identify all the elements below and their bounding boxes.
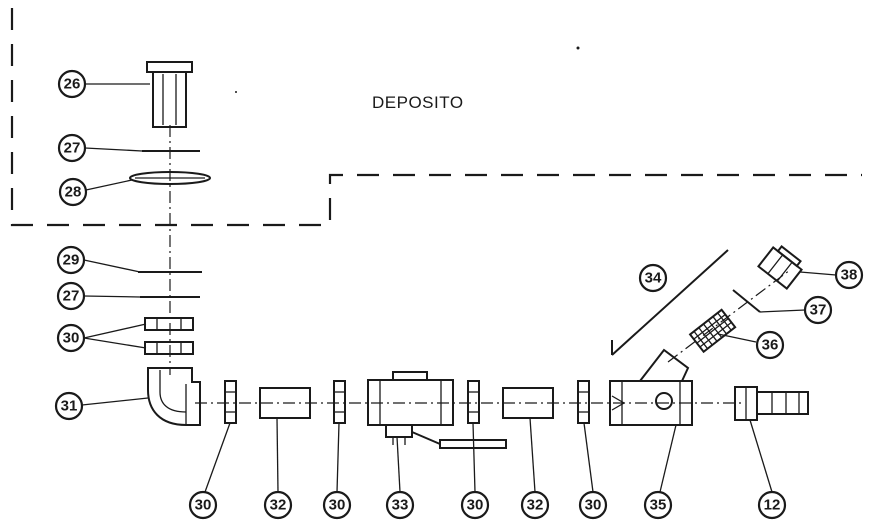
callout-33: 33 [385, 490, 415, 520]
svg-text:32: 32 [270, 497, 287, 514]
svg-text:30: 30 [329, 497, 346, 514]
part-35-y-strainer [609, 348, 693, 426]
part-37-gasket [732, 289, 761, 313]
part-33-ball-valve [367, 371, 507, 449]
part-38-cap [757, 245, 803, 290]
svg-text:30: 30 [467, 497, 484, 514]
callout-30-c: 30 [460, 490, 490, 520]
svg-text:32: 32 [527, 497, 544, 514]
svg-text:28: 28 [65, 184, 82, 201]
speck [235, 91, 237, 93]
diagonal-axis [667, 269, 791, 363]
callout-36: 36 [755, 330, 785, 360]
callout-12: 12 [757, 490, 787, 520]
callout-27-upper: 27 [57, 133, 87, 163]
svg-text:30: 30 [63, 330, 80, 347]
svg-text:34: 34 [645, 270, 662, 287]
callout-30-a: 30 [188, 490, 218, 520]
callout-28: 28 [58, 177, 88, 207]
part-26-tube-fitting [146, 61, 193, 128]
svg-text:38: 38 [841, 267, 858, 284]
callout-31: 31 [54, 391, 84, 421]
speck [576, 46, 580, 50]
part-30-nut-upper [144, 317, 194, 331]
callout-37: 37 [803, 295, 833, 325]
svg-text:35: 35 [650, 497, 667, 514]
svg-text:36: 36 [762, 337, 779, 354]
callout-32-a: 32 [263, 490, 293, 520]
part-30-nut-lower [144, 341, 194, 355]
part-32-nipple-a [259, 387, 311, 419]
tank-label: DEPOSITO [372, 93, 464, 112]
part-30-nut-d [577, 380, 590, 424]
tank-outline [10, 8, 862, 227]
part-32-nipple-b [502, 387, 554, 419]
svg-text:12: 12 [764, 497, 781, 514]
callout-30-d: 30 [578, 490, 608, 520]
svg-text:26: 26 [64, 76, 81, 93]
leader-lines [81, 83, 837, 493]
part-34-group-bracket [611, 249, 729, 356]
callout-30-vertical: 30 [56, 323, 86, 353]
callout-34: 34 [638, 263, 668, 293]
svg-text:31: 31 [61, 398, 78, 415]
callout-38: 38 [834, 260, 864, 290]
callout-30-b: 30 [322, 490, 352, 520]
part-28-gasket [129, 171, 211, 185]
callout-32-b: 32 [520, 490, 550, 520]
part-36-filter-screen [688, 308, 737, 354]
svg-text:30: 30 [585, 497, 602, 514]
callout-26: 26 [57, 69, 87, 99]
svg-text:33: 33 [392, 497, 409, 514]
part-31-elbow [147, 367, 201, 426]
part-30-nut-c [467, 380, 480, 424]
callout-29: 29 [56, 245, 86, 275]
svg-text:27: 27 [63, 288, 80, 305]
callout-35: 35 [643, 490, 673, 520]
svg-text:27: 27 [64, 140, 81, 157]
svg-text:29: 29 [63, 252, 80, 269]
part-30-nut-b [333, 380, 346, 424]
part-30-nut-a [224, 380, 237, 424]
svg-text:37: 37 [810, 302, 827, 319]
part-12-hose-barb [734, 386, 809, 421]
callout-27-lower: 27 [56, 281, 86, 311]
svg-text:30: 30 [195, 497, 212, 514]
